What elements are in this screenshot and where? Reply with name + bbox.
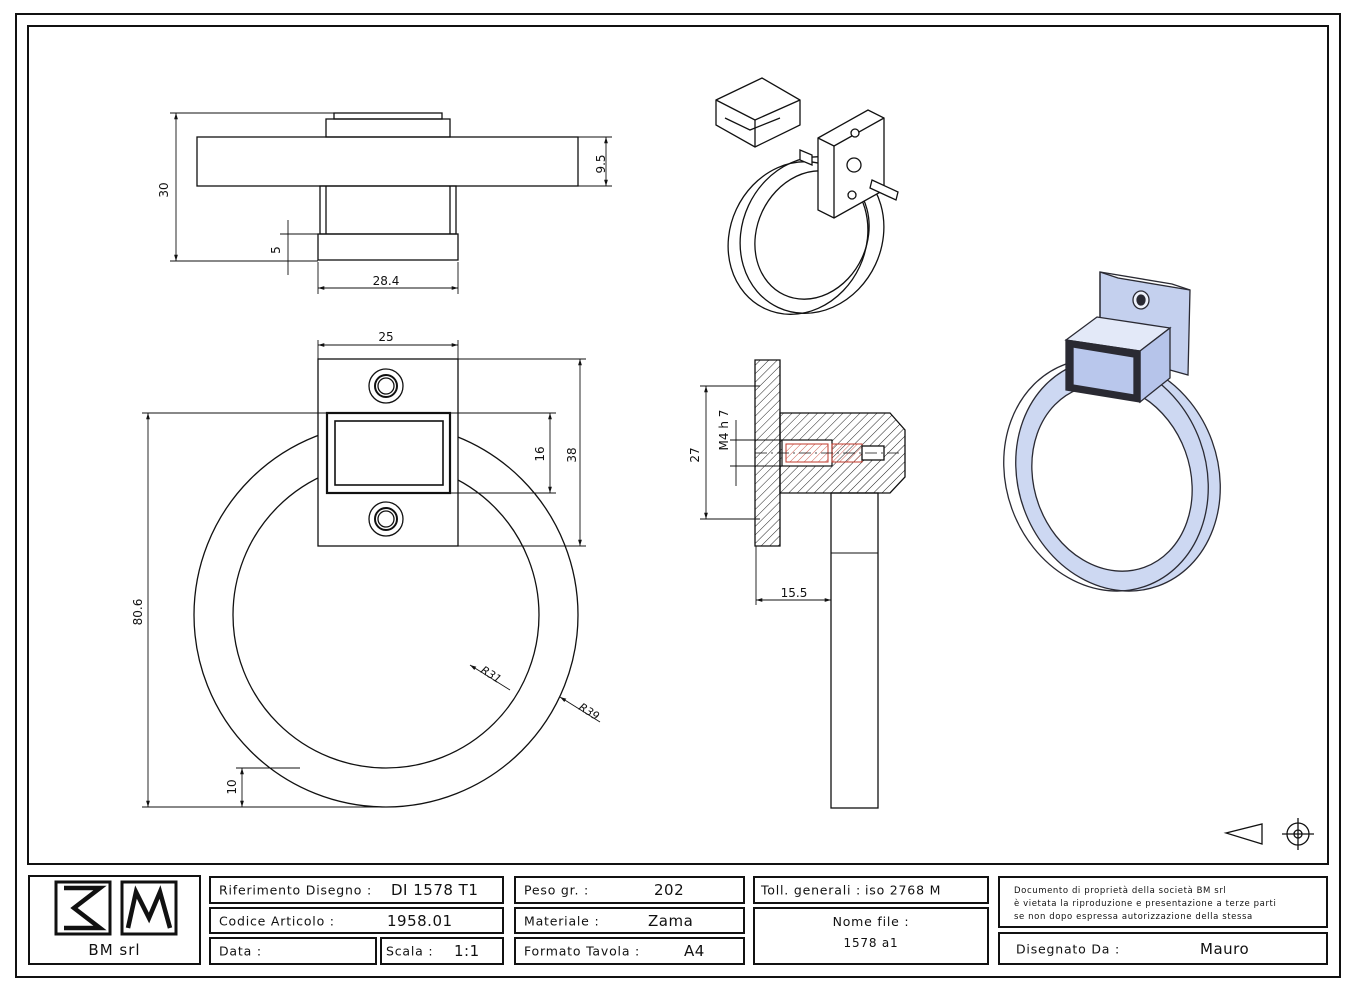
drawing-ref-label: Riferimento Disegno : — [219, 882, 372, 898]
filename-cell: Nome file : 1578 a1 — [753, 907, 989, 965]
dim-front-plate-width: 25 — [378, 330, 393, 344]
format-value: A4 — [684, 942, 705, 960]
drawn-by-value: Mauro — [1200, 939, 1250, 958]
scale-label: Scala : — [386, 943, 434, 959]
tolerance-label: Toll. generali : — [761, 882, 862, 898]
article-code-cell: Codice Articolo : 1958.01 — [209, 907, 504, 934]
article-code-label: Codice Articolo : — [219, 913, 335, 928]
drawing-ref-value: DI 1578 T1 — [391, 881, 479, 899]
filename-label: Nome file : — [832, 914, 910, 929]
projection-symbol-icon — [1223, 818, 1314, 850]
company-logo — [54, 880, 178, 936]
dim-top-height: 30 — [157, 182, 171, 197]
ring-holder-block — [325, 411, 452, 495]
scale-value: 1:1 — [454, 942, 480, 960]
date-label: Data : — [219, 943, 262, 959]
ownership-line-1: Documento di proprietà della società BM … — [1014, 886, 1227, 896]
article-code-value: 1958.01 — [387, 911, 453, 930]
material-value: Zama — [648, 911, 694, 930]
screw-hole-top — [368, 368, 404, 404]
dim-section-depth: 15.5 — [781, 586, 808, 600]
dim-front-plate-height: 38 — [565, 447, 579, 462]
format-label: Formato Tavola : — [524, 943, 641, 959]
ownership-cell: Documento di proprietà della società BM … — [998, 876, 1328, 928]
ownership-line-3: se non dopo espressa autorizzazione dell… — [1014, 912, 1253, 922]
top-view-dimensions — [170, 112, 612, 294]
drawn-by-label: Disegnato Da : — [1016, 941, 1121, 956]
dim-ring-thickness: 10 — [225, 779, 239, 794]
dim-thread-spec: M4 h 7 — [717, 410, 731, 451]
dim-ring-total-height: 80.6 — [131, 599, 145, 626]
front-view — [193, 358, 579, 808]
top-view — [196, 112, 579, 261]
dim-top-width: 28.4 — [373, 274, 400, 288]
ownership-line-2: è vietata la riproduzione e presentazion… — [1014, 899, 1277, 909]
dim-front-block-height: 16 — [533, 446, 547, 461]
rendered-isometric-view — [1003, 271, 1221, 592]
front-view-dimensions — [142, 340, 601, 808]
scale-cell: Scala : 1:1 — [380, 937, 504, 965]
weight-cell: Peso gr. : 202 — [514, 876, 745, 904]
tolerance-value: iso 2768 M — [865, 882, 942, 898]
company-name: BM srl — [88, 941, 141, 959]
section-dimensions — [700, 385, 832, 605]
dim-outer-radius: R39 — [576, 701, 601, 723]
format-cell: Formato Tavola : A4 — [514, 937, 745, 965]
section-plate — [754, 359, 781, 547]
logo-cell: BM srl — [28, 875, 201, 965]
dim-top-thickness: 9.5 — [594, 154, 608, 173]
drawn-by-cell: Disegnato Da : Mauro — [998, 932, 1328, 965]
material-cell: Materiale : Zama — [514, 907, 745, 934]
outer-border — [15, 13, 1341, 978]
tolerance-cell: Toll. generali : iso 2768 M — [753, 876, 989, 904]
weight-label: Peso gr. : — [524, 882, 590, 898]
weight-value: 202 — [654, 881, 685, 899]
exploded-isometric-view — [715, 77, 899, 315]
section-handle-bar — [830, 492, 879, 809]
inner-border — [27, 25, 1329, 865]
filename-value: 1578 a1 — [843, 936, 899, 950]
ownership-text: Documento di proprietà della società BM … — [1014, 885, 1276, 924]
date-cell: Data : — [209, 937, 377, 965]
section-view — [754, 359, 906, 809]
dim-top-base: 5 — [269, 246, 283, 254]
drawing-ref-cell: Riferimento Disegno : DI 1578 T1 — [209, 876, 504, 904]
dim-inner-radius: R31 — [478, 664, 503, 686]
material-label: Materiale : — [524, 913, 600, 928]
dim-section-height: 27 — [688, 447, 702, 462]
screw-hole-bottom — [368, 501, 404, 537]
